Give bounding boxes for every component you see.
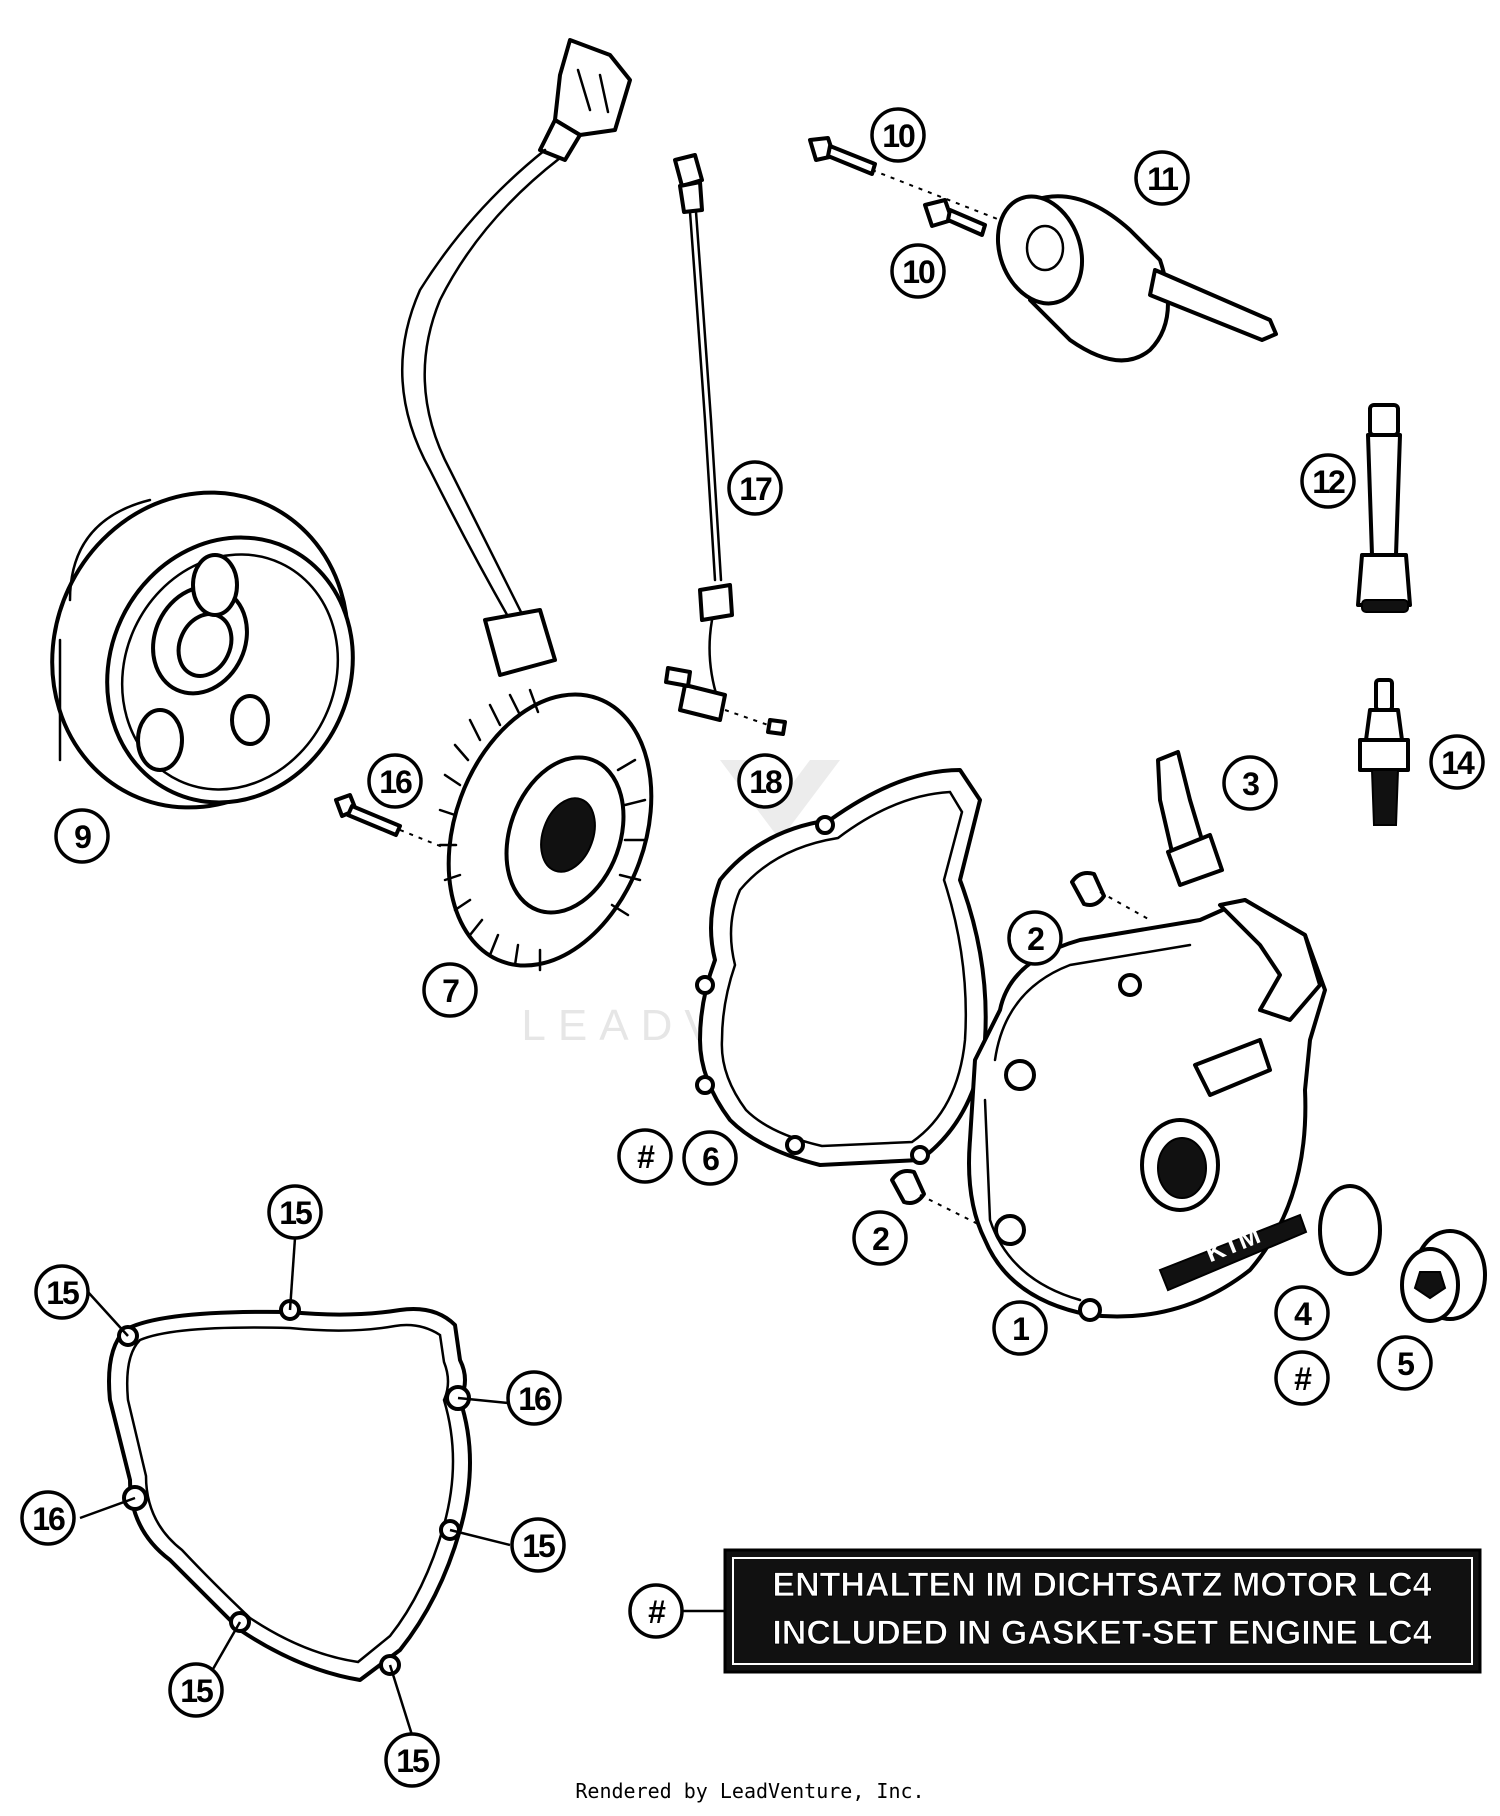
svg-text:16: 16 [32, 1501, 65, 1537]
svg-text:11: 11 [1147, 161, 1178, 197]
spark-plug-connector [1356, 403, 1412, 613]
callout-2: 2 [852, 1210, 908, 1266]
callout-14: 14 [1429, 734, 1485, 790]
gasket-upper [695, 768, 988, 1167]
starter-screws [808, 136, 1001, 237]
legend-line-german: ENTHALTEN IM DICHTSATZ MOTOR LC4 [772, 1566, 1431, 1604]
callout-12: 12 [1300, 453, 1356, 509]
callout-5: 5 [1377, 1335, 1433, 1391]
callout-hash: # [1274, 1350, 1330, 1406]
screw-plug [1400, 1229, 1487, 1323]
callout-17: 17 [727, 460, 783, 516]
stator-screw [334, 793, 446, 849]
svg-text:#: # [637, 1139, 655, 1175]
gasket-set-legend: ENTHALTEN IM DICHTSATZ MOTOR LC4 INCLUDE… [723, 1548, 1482, 1674]
svg-text:17: 17 [739, 471, 772, 507]
svg-text:#: # [1294, 1361, 1312, 1397]
callout-hash: # [628, 1583, 684, 1639]
stator-with-harness [400, 38, 654, 972]
callout-2: 2 [1007, 910, 1063, 966]
callout-15: 15 [510, 1517, 566, 1573]
callout-15: 15 [384, 1732, 440, 1788]
callout-7: 7 [422, 962, 478, 1018]
svg-text:3: 3 [1242, 766, 1259, 802]
spark-plug [1358, 678, 1410, 826]
svg-text:14: 14 [1441, 745, 1475, 781]
svg-text:15: 15 [180, 1673, 213, 1709]
svg-text:12: 12 [1312, 464, 1345, 500]
callout-10: 10 [890, 243, 946, 299]
svg-text:15: 15 [396, 1743, 429, 1779]
svg-text:2: 2 [872, 1221, 889, 1257]
svg-text:2: 2 [1027, 921, 1044, 957]
callout-15: 15 [267, 1184, 323, 1240]
callout-9: 9 [54, 808, 110, 864]
callout-3: 3 [1222, 755, 1278, 811]
svg-text:15: 15 [522, 1528, 555, 1564]
callout-11: 11 [1134, 150, 1190, 206]
legend-line-english: INCLUDED IN GASKET-SET ENGINE LC4 [772, 1614, 1431, 1652]
flywheel-rotor [50, 490, 355, 810]
o-ring [1318, 1184, 1382, 1276]
svg-text:1: 1 [1012, 1311, 1029, 1347]
callout-10: 10 [870, 107, 926, 163]
svg-text:5: 5 [1397, 1346, 1414, 1382]
svg-text:16: 16 [518, 1381, 551, 1417]
svg-text:6: 6 [702, 1141, 719, 1177]
svg-text:18: 18 [749, 764, 782, 800]
svg-text:15: 15 [46, 1275, 79, 1311]
callout-4: 4 [1274, 1285, 1330, 1341]
callout-hash: # [617, 1128, 673, 1184]
callout-6: 6 [682, 1130, 738, 1186]
pulse-generator-cable [664, 153, 787, 736]
svg-text:16: 16 [379, 764, 412, 800]
svg-text:10: 10 [882, 118, 915, 154]
dowel-pins [890, 871, 1151, 1226]
callout-16: 16 [20, 1490, 76, 1546]
callout-15: 15 [34, 1264, 90, 1320]
svg-text:15: 15 [279, 1195, 312, 1231]
callout-18: 18 [737, 753, 793, 809]
callout-1: 1 [992, 1300, 1048, 1356]
svg-text:10: 10 [902, 254, 935, 290]
callout-16: 16 [367, 753, 423, 809]
callout-16: 16 [506, 1370, 562, 1426]
cable-clip [1156, 750, 1224, 887]
gasket-lower [107, 1299, 472, 1682]
ignition-cover: KTM [967, 898, 1327, 1322]
svg-text:7: 7 [442, 973, 459, 1009]
svg-text:9: 9 [74, 819, 91, 855]
svg-text:4: 4 [1294, 1296, 1312, 1332]
starter-motor [995, 194, 1278, 363]
render-credit: Rendered by LeadVenture, Inc. [575, 1779, 924, 1803]
callout-15: 15 [168, 1662, 224, 1718]
svg-text:#: # [648, 1594, 666, 1630]
